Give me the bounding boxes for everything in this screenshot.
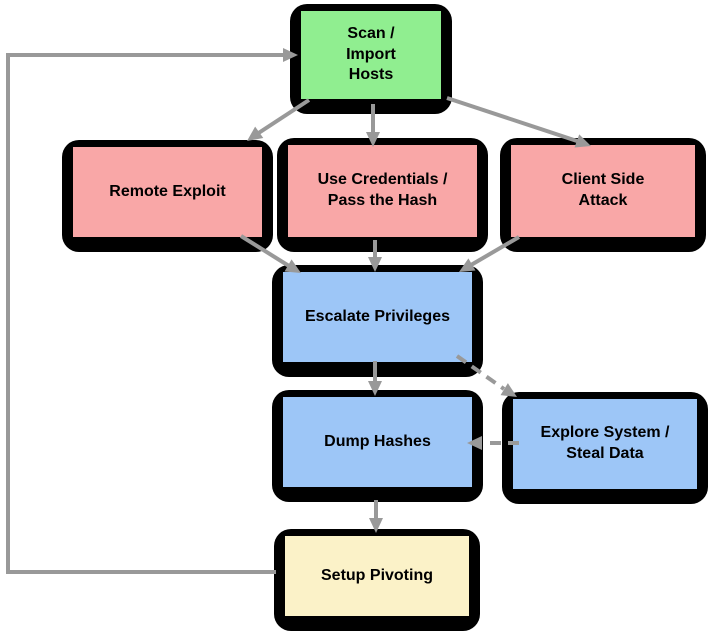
- edge-pivot-scan: [6, 53, 283, 574]
- node-setup-pivoting: Setup Pivoting: [274, 529, 480, 631]
- node-explore-system-steal-data: Explore System / Steal Data: [502, 392, 708, 504]
- node-label: Use Credentials / Pass the Hash: [317, 171, 448, 209]
- node-fill: Use Credentials / Pass the Hash: [287, 144, 478, 238]
- node-label: Explore System / Steal Data: [540, 424, 670, 462]
- node-fill: Remote Exploit: [72, 146, 263, 238]
- node-fill: Setup Pivoting: [284, 535, 470, 617]
- node-use-credentials-pass-the-hash: Use Credentials / Pass the Hash: [277, 138, 488, 252]
- node-remote-exploit: Remote Exploit: [62, 140, 273, 252]
- node-label: Remote Exploit: [109, 182, 226, 200]
- node-fill: Dump Hashes: [282, 396, 473, 488]
- node-fill: Client Side Attack: [510, 144, 696, 238]
- node-fill: Escalate Privileges: [282, 271, 473, 363]
- edge-scan-client: [446, 96, 578, 143]
- node-dump-hashes: Dump Hashes: [272, 390, 483, 502]
- node-escalate-privileges: Escalate Privileges: [272, 265, 483, 377]
- node-client-side-attack: Client Side Attack: [500, 138, 706, 252]
- node-label: Dump Hashes: [324, 432, 431, 450]
- node-label: Escalate Privileges: [305, 307, 450, 325]
- arrowhead-scan-remote: [247, 126, 264, 141]
- node-scan-import-hosts: Scan / Import Hosts: [290, 4, 452, 114]
- node-fill: Explore System / Steal Data: [512, 398, 698, 490]
- node-label: Scan / Import Hosts: [346, 24, 396, 84]
- node-label: Setup Pivoting: [321, 566, 433, 584]
- node-fill: Scan / Import Hosts: [300, 10, 442, 100]
- node-label: Client Side Attack: [561, 171, 645, 209]
